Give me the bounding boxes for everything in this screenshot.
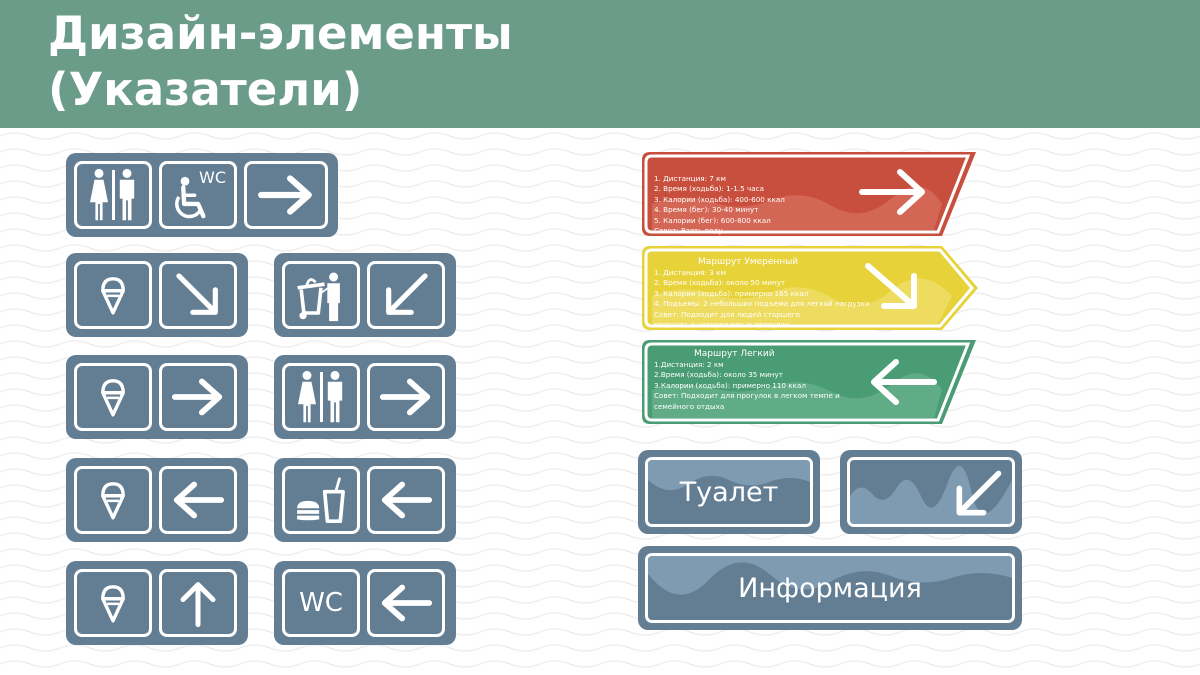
wave-pattern xyxy=(648,556,1012,595)
divider-icon xyxy=(320,372,323,422)
route-sign-hard: 1. Дистанция: 7 км 2. Время (ходьба): 1-… xyxy=(642,152,978,236)
man-icon xyxy=(324,370,346,424)
arrow-left-icon xyxy=(377,480,435,520)
route-medium-line: 3. Калории (ходьба): примерно 165 ккал xyxy=(654,288,809,298)
arrow-left-icon xyxy=(377,583,435,623)
route-easy-line: семейного отдыха xyxy=(654,401,725,411)
sign-cell xyxy=(367,261,445,329)
sign-cell xyxy=(282,363,360,431)
route-easy-text: Маршрут Легкий 1.Дистанция: 2 км 2.Время… xyxy=(654,348,978,424)
route-medium-text: Маршрут Умеренный 1. Дистанция: 3 км 2. … xyxy=(654,256,978,330)
route-hard-line: 3. Калории (ходьба): 400-600 ккал xyxy=(654,194,785,204)
arrow-up-icon xyxy=(173,578,223,628)
route-medium-line: 1. Дистанция: 3 км xyxy=(654,268,726,277)
route-medium-title: Маршрут Умеренный xyxy=(698,257,799,267)
sign-cell: WC xyxy=(159,161,237,229)
route-medium-line: возраста и неторопливых прогулок xyxy=(654,320,790,330)
route-sign-medium-shape xyxy=(642,246,978,330)
toilet-board: Туалет xyxy=(638,450,820,534)
ice-cream-icon xyxy=(96,478,130,522)
sign-icecream-down-right xyxy=(66,253,248,337)
sign-icecream-up xyxy=(66,561,248,645)
woman-icon xyxy=(296,370,318,424)
route-medium-line: 4. Подъемы: 2 небольших подъема для легк… xyxy=(654,299,870,309)
sign-cell xyxy=(74,363,152,431)
sign-icecream-left xyxy=(66,458,248,542)
route-easy-line: 1.Дистанция: 2 км xyxy=(654,360,724,369)
woman-icon xyxy=(88,168,110,222)
info-board-frame xyxy=(645,553,1015,623)
wc-label: WC xyxy=(199,168,226,187)
sign-cell xyxy=(159,363,237,431)
trash-person-icon xyxy=(294,268,348,322)
arrow-board xyxy=(840,450,1022,534)
route-hard-line: Совет: Взять воду xyxy=(654,226,723,236)
route-hard-text: 1. Дистанция: 7 км 2. Время (ходьба): 1-… xyxy=(654,174,978,236)
page-title: Дизайн-элементы (Указатели) xyxy=(48,6,513,118)
header-banner: Дизайн-элементы (Указатели) xyxy=(0,0,1200,128)
route-easy-line: 3.Калории (ходьба): примерно 110 ккал xyxy=(654,380,806,390)
info-label: Информация xyxy=(738,572,922,604)
page-title-line2: (Указатели) xyxy=(48,63,363,116)
route-medium-line: Совет: Подходит для людей старшего xyxy=(654,309,800,319)
divider-icon xyxy=(112,170,115,220)
wave-pattern xyxy=(648,460,810,491)
arrow-right-icon xyxy=(377,377,435,417)
sign-cell xyxy=(367,466,445,534)
sign-cell xyxy=(159,466,237,534)
sign-cell xyxy=(74,261,152,329)
route-easy-line: Совет: Подходит для прогулок в легком те… xyxy=(654,391,840,401)
info-board: Информация xyxy=(638,546,1022,630)
route-easy-line: 2.Время (ходьба): около 35 минут xyxy=(654,370,783,380)
sign-restroom-accessible-right: WC xyxy=(66,153,338,237)
sign-wc-left: WC xyxy=(274,561,456,645)
arrow-right-icon xyxy=(255,174,317,216)
sign-cell xyxy=(282,466,360,534)
route-sign-easy-shape xyxy=(642,340,976,424)
sign-cell xyxy=(74,466,152,534)
sign-cell xyxy=(244,161,328,229)
sign-cell xyxy=(282,261,360,329)
sign-cell xyxy=(159,569,237,637)
wc-big-label: WC xyxy=(299,588,343,618)
route-hard-line: 4. Время (бег): 30-40 минут xyxy=(654,205,759,215)
sign-trash-down-left xyxy=(274,253,456,337)
arrow-left-icon xyxy=(169,480,227,520)
ice-cream-icon xyxy=(96,273,130,317)
arrow-board-frame xyxy=(847,457,1015,527)
route-hard-line: 1. Дистанция: 7 км xyxy=(654,174,726,183)
sign-cell xyxy=(74,569,152,637)
route-easy-title: Маршрут Легкий xyxy=(694,349,775,359)
sign-food-left xyxy=(274,458,456,542)
toilet-label: Туалет xyxy=(679,476,779,508)
route-medium-line: 2. Время (ходьба): около 50 минут xyxy=(654,278,786,288)
route-sign-easy: Маршрут Легкий 1.Дистанция: 2 км 2.Время… xyxy=(642,340,978,424)
sign-icecream-right xyxy=(66,355,248,439)
route-hard-line: 5. Калории (бег): 600-800 ккал xyxy=(654,215,771,225)
route-sign-medium: Маршрут Умеренный 1. Дистанция: 3 км 2. … xyxy=(642,246,978,330)
arrow-down-left-icon xyxy=(380,269,432,321)
sign-cell xyxy=(367,569,445,637)
page-title-line1: Дизайн-элементы xyxy=(48,7,513,60)
sign-cell xyxy=(74,161,152,229)
arrow-down-right-icon xyxy=(172,269,224,321)
wave-pattern xyxy=(850,465,1012,524)
sign-cell xyxy=(159,261,237,329)
sign-cell: WC xyxy=(282,569,360,637)
route-hard-line: 2. Время (ходьба): 1-1.5 часа xyxy=(654,184,764,194)
ice-cream-icon xyxy=(96,581,130,625)
arrow-down-left-icon xyxy=(950,466,1006,522)
food-icon xyxy=(293,477,349,523)
sign-cell xyxy=(367,363,445,431)
sign-restroom-right xyxy=(274,355,456,439)
arrow-right-icon xyxy=(169,377,227,417)
man-icon xyxy=(116,168,138,222)
ice-cream-icon xyxy=(96,375,130,419)
toilet-board-frame xyxy=(645,457,813,527)
route-sign-hard-shape xyxy=(642,152,976,236)
